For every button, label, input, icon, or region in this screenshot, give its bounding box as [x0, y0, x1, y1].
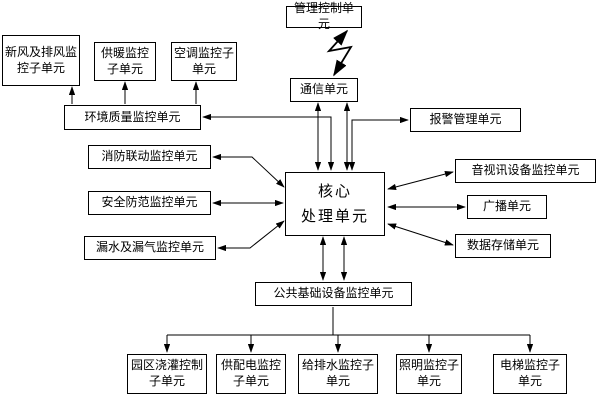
node-power-distribution-subunit: 供配电监控子单元 [216, 354, 286, 394]
node-lighting-monitor-subunit: 照明监控子单元 [396, 354, 462, 394]
node-fire-linkage-unit: 消防联动监控单元 [88, 145, 211, 169]
edge-storage-core [387, 223, 454, 246]
core-label-line1: 核心 [317, 181, 352, 200]
edge-alarm-core [348, 116, 409, 171]
node-communication-unit: 通信单元 [290, 78, 358, 102]
edge-fire-core [212, 153, 285, 188]
core-label-line2: 处理单元 [300, 207, 369, 225]
edge-leak-core [217, 220, 285, 252]
node-irrigation-control-subunit: 园区浇灌控制子单元 [127, 354, 207, 394]
node-security-monitor-unit: 安全防范监控单元 [88, 191, 211, 215]
node-environment-quality-unit: 环境质量监控单元 [64, 105, 201, 130]
node-broadcast-unit: 广播单元 [467, 195, 547, 219]
node-public-infrastructure-unit: 公共基础设备监控单元 [255, 282, 412, 306]
node-audio-video-monitor-unit: 音视讯设备监控单元 [455, 159, 596, 183]
node-core-processing-unit: 核心 处理单元 [285, 172, 385, 236]
node-management-control-unit: 管理控制单元 [286, 1, 362, 31]
node-heating-monitor-subunit: 供暖监控子单元 [94, 42, 156, 81]
node-water-drainage-subunit: 给排水监控子单元 [298, 354, 378, 394]
edge-mgmt-comm-lightning [326, 29, 353, 77]
node-alarm-management-unit: 报警管理单元 [410, 108, 521, 132]
node-fresh-air-exhaust-subunit: 新风及排风监控子单元 [2, 35, 80, 86]
node-elevator-monitor-subunit: 电梯监控子单元 [493, 354, 567, 394]
edge-env-core [202, 113, 335, 171]
node-hvac-monitor-subunit: 空调监控子单元 [171, 42, 237, 81]
edge-av-core [387, 171, 454, 190]
node-water-gas-leak-unit: 漏水及漏气监控单元 [84, 236, 216, 260]
node-data-storage-unit: 数据存储单元 [455, 234, 551, 258]
